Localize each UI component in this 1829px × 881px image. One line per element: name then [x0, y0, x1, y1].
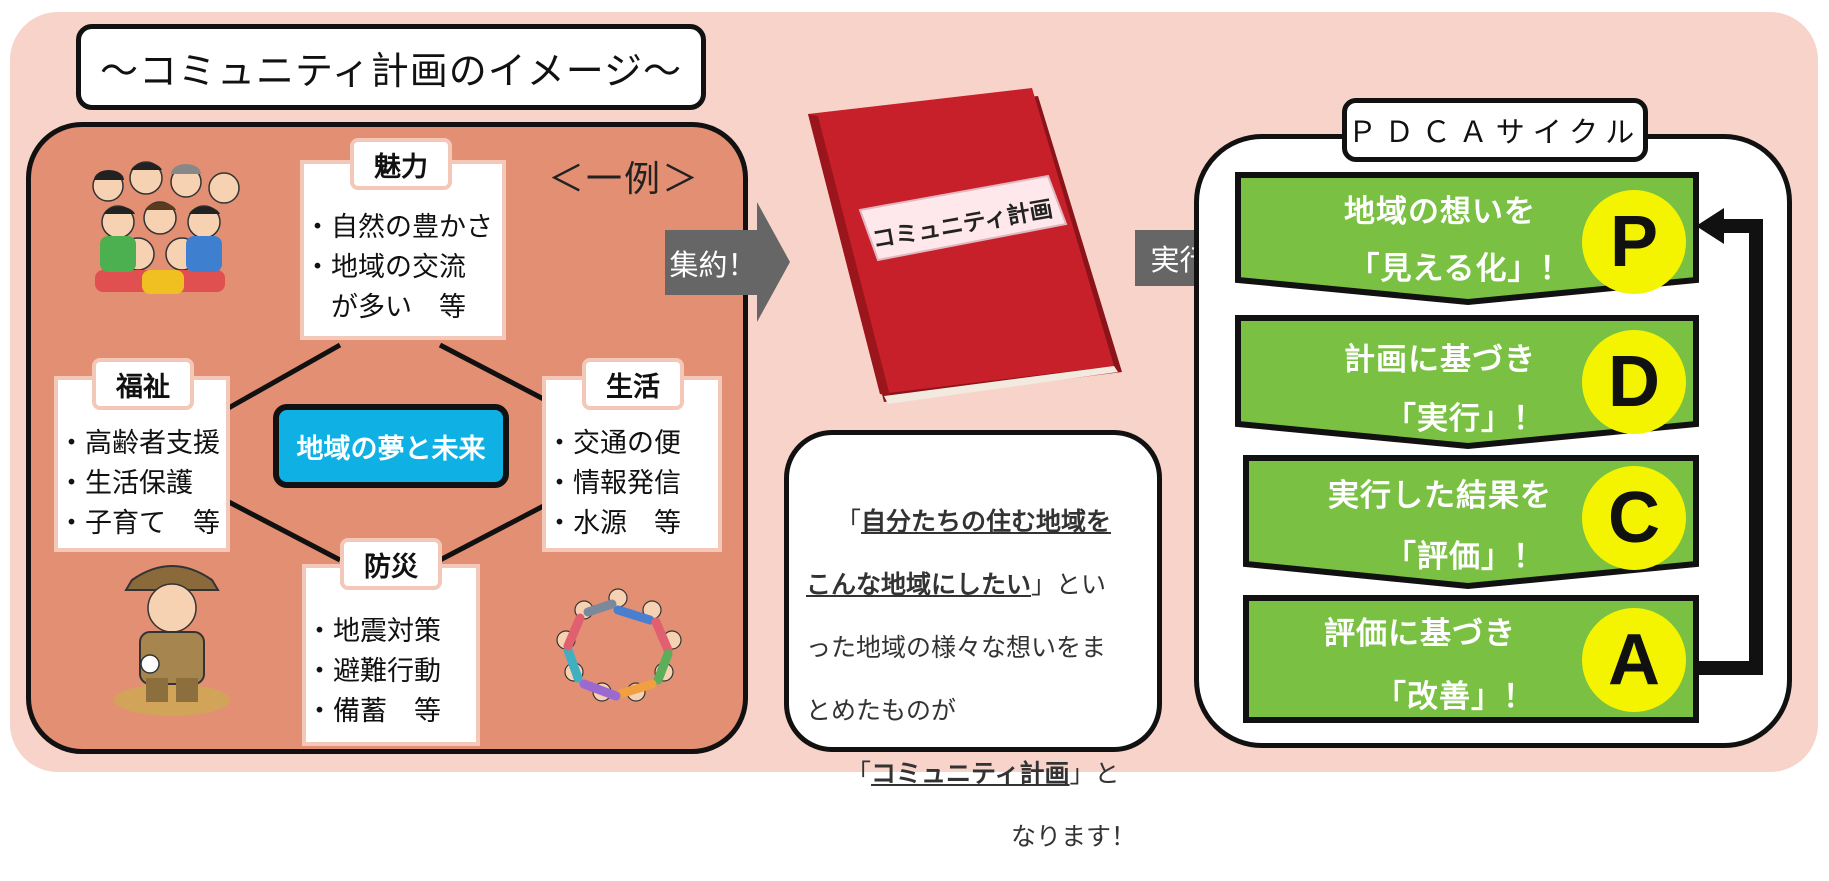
circle-of-people-illustration — [556, 588, 682, 702]
list-item: ・地震対策 — [306, 616, 441, 647]
list-item: ・交通の便 — [546, 428, 681, 459]
pdca-step-plan: 地域の想いを 「見える化」！ — [1344, 194, 1572, 287]
tag-fukushi: 福祉 — [92, 358, 194, 410]
list-item: ・水源 等 — [546, 508, 681, 539]
letter-d: D — [1582, 330, 1686, 434]
pdca-steps — [1235, 172, 1763, 723]
list-item: ・情報発信 — [546, 468, 681, 499]
description-line: った地域の様々な想いをま — [806, 633, 1107, 662]
page-title: ～コミュニティ計画のイメージ～ — [76, 24, 706, 110]
pdca-step-act: 評価に基づき 「改善」！ — [1324, 616, 1535, 715]
letter-a: A — [1582, 608, 1686, 712]
tag-miryoku: 魅力 — [350, 138, 452, 190]
list-item: ・地域の交流 — [304, 252, 466, 283]
collect-arrow-label: 集約！ — [669, 247, 757, 282]
description-line: とめたものが — [806, 696, 957, 725]
letter-c: C — [1582, 466, 1686, 570]
tag-seikatsu: 生活 — [582, 358, 684, 410]
center-dream-future: 地域の夢と未来 — [273, 404, 509, 488]
description-emphasis: 自分たちの住む地域を — [861, 507, 1112, 536]
book-icon — [808, 88, 1122, 404]
card-bousai: ・地震対策 ・避難行動 ・備蓄 等 — [302, 564, 480, 746]
list-item: ・生活保護 — [58, 468, 193, 499]
list-item: ・高齢者支援 — [58, 428, 220, 459]
list-item: ・子育て 等 — [58, 508, 220, 539]
pdca-step-do: 計画に基づき 「実行」！ — [1344, 342, 1545, 437]
crowd-illustration — [92, 161, 240, 294]
card-miryoku: ・自然の豊かさ ・地域の交流 が多い 等 — [300, 160, 506, 340]
tag-bousai: 防災 — [340, 538, 442, 590]
researcher-illustration — [114, 565, 230, 716]
list-item: ・避難行動 — [306, 656, 441, 687]
pdca-title: ＰＤＣＡサイクル — [1342, 98, 1648, 162]
list-item: ・自然の豊かさ — [304, 212, 493, 243]
description-line: なります！ — [1010, 822, 1136, 851]
list-item: ・備蓄 等 — [306, 696, 441, 727]
list-item: が多い 等 — [304, 292, 466, 323]
letter-p: P — [1582, 190, 1686, 294]
example-label: ＜一例＞ — [548, 159, 701, 200]
pdca-step-check: 実行した結果を 「評価」！ — [1328, 478, 1552, 575]
description-emphasis: こんな地域にしたい — [806, 570, 1032, 599]
collect-arrow — [665, 202, 790, 322]
description-box — [784, 430, 1162, 752]
connector-lines — [223, 342, 557, 563]
